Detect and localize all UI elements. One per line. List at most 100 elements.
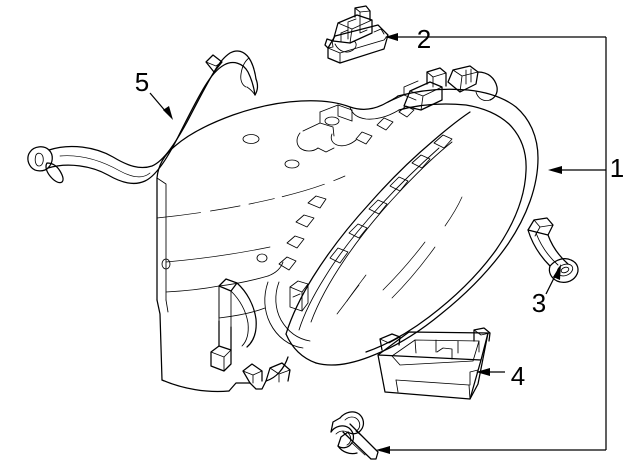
housing-left-inner-step bbox=[165, 299, 169, 313]
rib-band-inner bbox=[298, 147, 440, 331]
callout-number-4: 4 bbox=[511, 361, 525, 391]
web-curve-1 bbox=[330, 133, 357, 147]
rod-eyelet-hole bbox=[34, 152, 44, 167]
housing-lower-step-line bbox=[165, 285, 220, 293]
housing-bottom-step-a bbox=[228, 382, 251, 392]
tray-face-line-1 bbox=[395, 379, 399, 393]
damper-head-edge bbox=[534, 226, 541, 237]
rib-tooth-1 bbox=[329, 247, 349, 264]
rib-upper-3 bbox=[398, 105, 415, 118]
latch-base-plate bbox=[327, 24, 389, 64]
rib-band-outer bbox=[285, 111, 471, 335]
arrowhead-callout-1 bbox=[548, 166, 562, 174]
housing-lower-step-top bbox=[218, 275, 269, 287]
linkage-block-side bbox=[301, 283, 309, 312]
tray-rib-1 bbox=[414, 339, 417, 354]
clip-stem-lower bbox=[342, 431, 372, 460]
clip-stem-mid bbox=[351, 442, 366, 456]
housing-front-divider-2 bbox=[165, 246, 271, 263]
catch-arm-curve bbox=[236, 282, 257, 348]
lower-catch-arm bbox=[210, 278, 257, 372]
hinge-finger-1 bbox=[242, 363, 263, 384]
pivot-tab-2 bbox=[295, 214, 315, 228]
housing-bottom-step-b bbox=[249, 380, 267, 390]
housing-lower-step-base bbox=[218, 307, 266, 319]
web-curve-3 bbox=[317, 147, 335, 153]
damper-body-mid bbox=[535, 232, 559, 266]
latch-left-wedge-fold bbox=[327, 39, 334, 49]
rib-tooth-2 bbox=[348, 223, 368, 239]
clip-stem-upper bbox=[349, 423, 379, 453]
tray-tab-right bbox=[473, 327, 491, 342]
clip-stem-tip bbox=[370, 451, 379, 460]
door-outer-lower-return bbox=[285, 333, 317, 364]
skin-crease-5 bbox=[444, 196, 463, 227]
clip-left-wall-2 bbox=[337, 431, 349, 447]
arrowhead-retainer-clip bbox=[376, 446, 390, 454]
door-inner-right-curve bbox=[365, 103, 527, 353]
hinge-tower-right-edge bbox=[459, 75, 463, 93]
latch-hook-curve bbox=[334, 40, 357, 53]
hinge-tower bbox=[403, 65, 498, 111]
callout-number-5: 5 bbox=[135, 67, 149, 97]
latch-left-wedge bbox=[324, 38, 334, 49]
retainer-clip bbox=[330, 411, 379, 460]
web-line-6 bbox=[387, 94, 417, 103]
catch-foot bbox=[210, 345, 232, 372]
hinge-tower-edge bbox=[420, 95, 424, 111]
housing-top-notch bbox=[349, 95, 399, 110]
skin-crease-1 bbox=[382, 241, 426, 291]
clip-hook-lower bbox=[330, 425, 355, 449]
rib-band-inner-2 bbox=[310, 141, 453, 323]
damper-body-left bbox=[527, 229, 551, 267]
housing-rib-band bbox=[285, 105, 471, 335]
housing-hole-upper-right bbox=[324, 116, 340, 126]
clip-joint bbox=[355, 430, 363, 437]
hinge-tower-post bbox=[426, 67, 447, 87]
housing-hole-top bbox=[242, 134, 260, 144]
tray-divider bbox=[436, 347, 453, 360]
housing-top-left-curve bbox=[156, 100, 351, 179]
tray-face-line-2 bbox=[395, 379, 470, 386]
linkage-block-body bbox=[289, 286, 303, 312]
damper-foot bbox=[548, 258, 579, 283]
arrowhead-callout-5 bbox=[163, 106, 173, 120]
web-curve-2 bbox=[296, 132, 319, 152]
housing-left-lower-edge bbox=[156, 299, 163, 381]
skin-crease-2 bbox=[391, 246, 436, 299]
clip-hook-lower-inner bbox=[335, 430, 352, 446]
tray-tab-right-fold bbox=[473, 329, 491, 336]
rod-right-inner-2 bbox=[246, 86, 256, 96]
latch-post bbox=[354, 5, 371, 21]
latch-rib-a bbox=[340, 18, 357, 34]
tray-right-side bbox=[469, 332, 489, 400]
housing-hole-left bbox=[161, 258, 171, 270]
housing-lower-step-corner bbox=[267, 261, 284, 277]
callout-number-2: 2 bbox=[417, 24, 431, 54]
rib-tooth-4 bbox=[389, 176, 409, 192]
latch-rib-d bbox=[359, 18, 368, 34]
housing-hole-center bbox=[256, 253, 268, 263]
rod-edge-bottom bbox=[47, 62, 256, 185]
callout-numbers: 1 2 3 4 5 bbox=[135, 24, 624, 391]
tray-tab-left-fold bbox=[379, 336, 401, 344]
damper-foot-hole bbox=[560, 266, 570, 274]
damper-pin bbox=[527, 217, 579, 283]
clip-bottom-curve bbox=[337, 445, 358, 455]
hinge-finger-1-fold bbox=[242, 370, 263, 376]
damper-foot-ring bbox=[556, 263, 574, 277]
damper-body-right bbox=[547, 234, 569, 265]
skin-crease-4 bbox=[336, 284, 360, 315]
rod-hook-stub bbox=[45, 162, 64, 184]
arrowhead-callout-4 bbox=[476, 368, 490, 376]
catch-arm-curve-inner bbox=[230, 290, 249, 347]
callout-number-3: 3 bbox=[532, 288, 546, 318]
rod-right-inner bbox=[240, 57, 250, 88]
housing-hole-mid bbox=[284, 159, 300, 169]
web-line-7 bbox=[403, 80, 419, 96]
rod-flat-tab bbox=[205, 54, 223, 73]
clip-left-wall bbox=[330, 417, 341, 433]
tray-face-line-4 bbox=[469, 369, 479, 386]
pivot-tab-1 bbox=[307, 195, 327, 209]
